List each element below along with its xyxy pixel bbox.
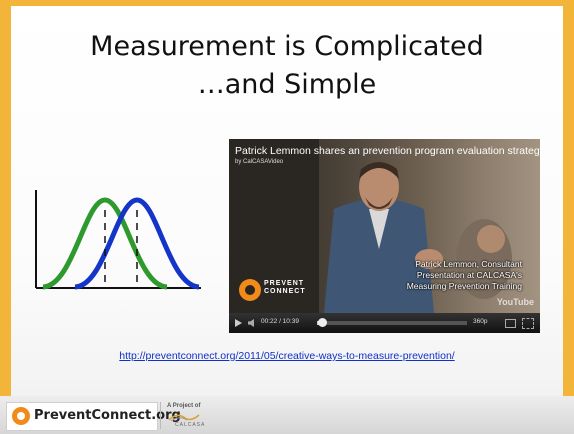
- prevent-connect-logo-icon: [12, 407, 30, 425]
- speaker-figure: [229, 139, 512, 313]
- youtube-watermark[interactable]: YouTube: [496, 297, 534, 307]
- video-channel[interactable]: by CalCASAVideo: [235, 159, 284, 165]
- footer-bar: PreventConnect.org A Project of CALCASA: [0, 396, 574, 434]
- prevent-connect-logo: PreventConnect.org: [6, 402, 181, 431]
- caption-line: Measuring Prevention Training: [406, 281, 522, 291]
- expand-icon[interactable]: [505, 319, 516, 328]
- video-controls: 00:22 / 10:39 360p: [229, 313, 540, 333]
- prevent-connect-logo-icon: [239, 279, 261, 301]
- video-timecode: 00:22 / 10:39: [261, 318, 299, 325]
- slide-title: Measurement is Complicated …and Simple: [11, 28, 563, 104]
- prevent-connect-video-logo: PREVENT CONNECT: [239, 277, 305, 305]
- video-logo-text: PREVENT CONNECT: [264, 280, 306, 295]
- video-player[interactable]: Patrick Lemmon shares an prevention prog…: [229, 139, 540, 333]
- video-caption: Patrick Lemmon, Consultant Presentation …: [407, 259, 522, 292]
- video-frame[interactable]: Patrick Lemmon shares an prevention prog…: [229, 139, 540, 313]
- calcasa-logo-icon: [168, 414, 200, 422]
- brand-name: PreventConnect.org: [34, 408, 181, 423]
- progress-scrubber[interactable]: [318, 318, 328, 327]
- progress-bar[interactable]: [317, 318, 467, 327]
- fullscreen-icon[interactable]: [522, 318, 534, 329]
- project-of-badge: A Project of CALCASA: [160, 402, 215, 429]
- caption-line: Presentation at CALCASA's: [416, 270, 522, 280]
- project-org: CALCASA: [175, 422, 206, 428]
- video-title[interactable]: Patrick Lemmon shares an prevention prog…: [235, 145, 540, 157]
- volume-icon[interactable]: [248, 319, 254, 327]
- caption-line: Patrick Lemmon, Consultant: [415, 259, 522, 269]
- play-icon[interactable]: [235, 319, 242, 327]
- slide: Measurement is Complicated …and Simple P…: [11, 6, 563, 396]
- project-label: A Project of: [167, 403, 201, 409]
- quality-selector[interactable]: 360p: [473, 318, 488, 325]
- resource-link[interactable]: http://preventconnect.org/2011/05/creati…: [119, 350, 455, 362]
- title-line-1: Measurement is Complicated: [90, 31, 484, 62]
- title-line-2: …and Simple: [197, 69, 377, 100]
- distribution-curves-illustration: [35, 190, 201, 290]
